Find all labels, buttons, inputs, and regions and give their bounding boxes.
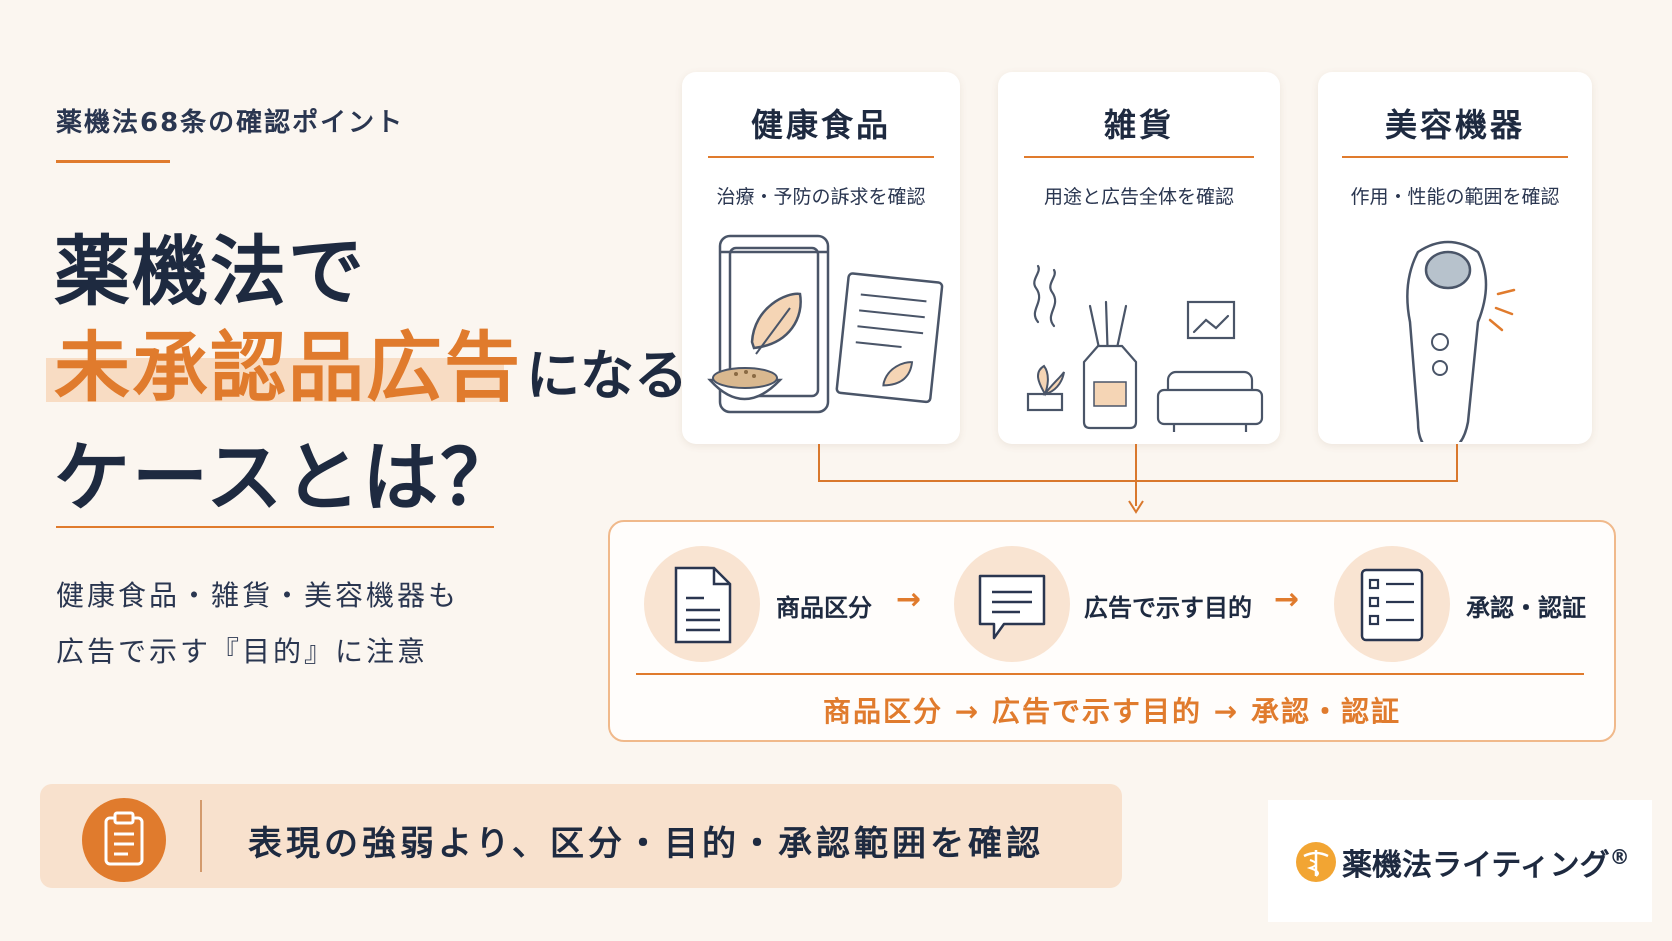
arrow-down-icon: [1128, 500, 1144, 514]
clipboard-icon: [104, 811, 144, 866]
title-line-1: 薬機法で: [54, 227, 366, 316]
checklist-icon: [1360, 568, 1424, 642]
note-icon-circle: [82, 798, 166, 882]
card-rule: [708, 156, 934, 158]
registered-mark: ®: [1609, 845, 1630, 869]
note-text: 表現の強弱より、区分・目的・承認範囲を確認: [248, 824, 1044, 864]
title-highlight-marker: [46, 358, 504, 402]
card-description: 治療・予防の訴求を確認: [716, 186, 926, 208]
connector-left: [818, 444, 820, 482]
title-line-2: 未承認品広告になる: [54, 306, 688, 416]
card-health-food: 健康食品 治療・予防の訴求を確認: [682, 72, 960, 444]
diffuser-room-icon: [1026, 264, 1264, 432]
connector-center: [1135, 444, 1137, 506]
title-line-2-rest: になる: [526, 344, 688, 407]
flow-step-2-circle: [954, 546, 1070, 662]
flow-arrow-1: →: [896, 582, 922, 617]
card-goods: 雑貨 用途と広告全体を確認: [998, 72, 1280, 444]
flow-step-1-circle: [644, 546, 760, 662]
card-description: 用途と広告全体を確認: [1043, 186, 1234, 208]
subtitle-line-1: 健康食品・雑貨・美容機器も: [56, 579, 460, 612]
title-highlight-text: 未承認品広告: [54, 323, 522, 412]
card-title: 美容機器: [1384, 106, 1525, 144]
card-description: 作用・性能の範囲を確認: [1350, 186, 1560, 208]
kicker-text: 薬機法68条の確認ポイント: [56, 108, 405, 138]
flow-step-3-label: 承認・認証: [1466, 594, 1586, 622]
card-rule: [1342, 156, 1568, 158]
flow-arrow-2: →: [1274, 582, 1300, 617]
note-divider: [200, 800, 202, 872]
flow-step-3-circle: [1334, 546, 1450, 662]
supplement-pouch-icon: [707, 234, 944, 414]
card-title: 健康食品: [750, 106, 891, 144]
flow-step-2-label: 広告で示す目的: [1084, 594, 1252, 622]
flow-divider: [636, 673, 1584, 675]
flow-summary: 商品区分 → 広告で示す目的 → 承認・認証: [823, 695, 1401, 728]
flow-step-1-label: 商品区分: [776, 594, 872, 622]
card-rule: [1024, 156, 1254, 158]
logo-text: 薬機法ライティング®: [1342, 845, 1630, 883]
note-banner: [40, 784, 1122, 888]
connector-right: [1456, 444, 1458, 482]
kicker-underline: [56, 160, 170, 163]
speech-bubble-icon: [978, 574, 1046, 640]
document-icon: [674, 566, 732, 644]
subtitle-line-2: 広告で示す『目的』に注意: [56, 635, 429, 668]
connector-horizontal: [818, 480, 1458, 482]
flow-box: [608, 520, 1616, 742]
beauty-device-icon: [1406, 240, 1516, 442]
card-beauty-device: 美容機器 作用・性能の範囲を確認: [1318, 72, 1592, 444]
caduceus-logo-icon: [1296, 842, 1336, 882]
title-line-3: ケースとは？: [54, 433, 519, 522]
card-title: 雑貨: [1103, 106, 1174, 144]
title-divider: [56, 526, 494, 528]
